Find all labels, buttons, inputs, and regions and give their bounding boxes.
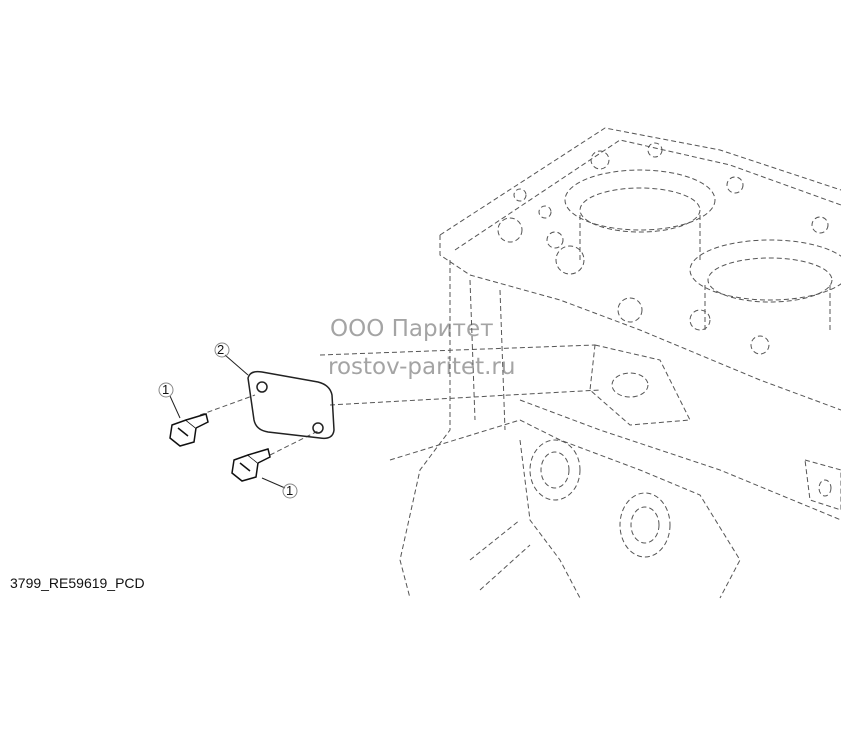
cover-plate — [247, 370, 335, 440]
callout-plate: 2 — [217, 342, 225, 357]
bolt-lower — [231, 448, 271, 482]
callout-bolt-upper: 1 — [162, 382, 170, 397]
diagram-code: 3799_RE59619_PCD — [10, 575, 145, 591]
engine-block-outline — [199, 127, 841, 599]
watermark-url: rostov-paritet.ru — [328, 354, 516, 380]
bolt-upper — [169, 413, 209, 447]
leader-lines — [169, 354, 286, 489]
callout-circles — [158, 342, 298, 499]
callout-bolt-lower: 1 — [286, 483, 294, 498]
watermark-company: ООО Паритет — [330, 316, 494, 342]
